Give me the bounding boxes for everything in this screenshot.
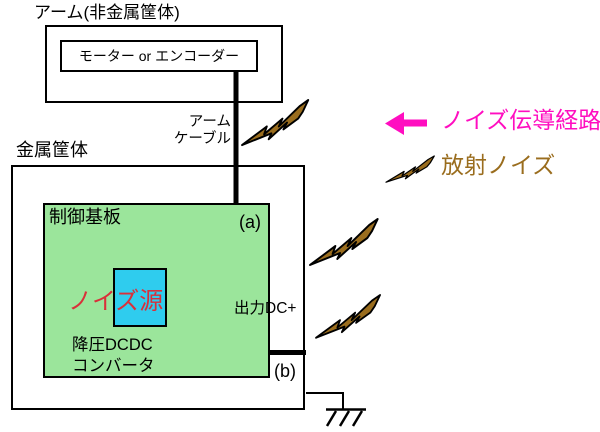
legend-lightning-bolt-icon [385,155,435,183]
metal-enclosure-box [11,165,305,410]
dcdc-converter-label-line1: 降圧DCDC [72,336,153,354]
control-board-title: 制御基板 [49,207,121,227]
chassis-ground-lead [306,392,344,409]
dcdc-converter-label: 降圧DCDC コンバータ [72,335,155,376]
legend-symbols [385,112,435,183]
motor-encoder-box: モーター or エンコーダー [60,40,258,72]
arm-enclosure-box [45,25,283,103]
lightning-bolt-icon [315,294,382,339]
legend-left-arrow-icon [385,112,404,135]
path-a-label: (a) [239,212,261,232]
lightning-bolt-icon [241,99,310,147]
arm-enclosure-title: アーム(非金属筐体) [34,3,180,22]
noise-source-label: ノイズ源 [68,288,164,315]
dcdc-converter-label-line2: コンバータ [72,356,155,375]
metal-enclosure-title: 金属筐体 [16,140,88,160]
output-dc-label: 出力DC+ [234,300,297,317]
path-b-label: (b) [274,361,296,381]
arm-cable-label-line1: アーム [188,114,231,130]
legend-conduction-label: ノイズ伝導経路 [441,107,600,133]
legend-radiated-label: 放射ノイズ [441,152,556,178]
noise-source-box [113,268,167,327]
lightning-bolt-icon [309,218,379,266]
motor-encoder-label: モーター or エンコーダー [78,48,240,64]
arm-cable-label: アーム ケーブル [161,114,231,147]
chassis-ground-icon [325,408,366,427]
arm-cable-label-line2: ケーブル [173,130,231,147]
